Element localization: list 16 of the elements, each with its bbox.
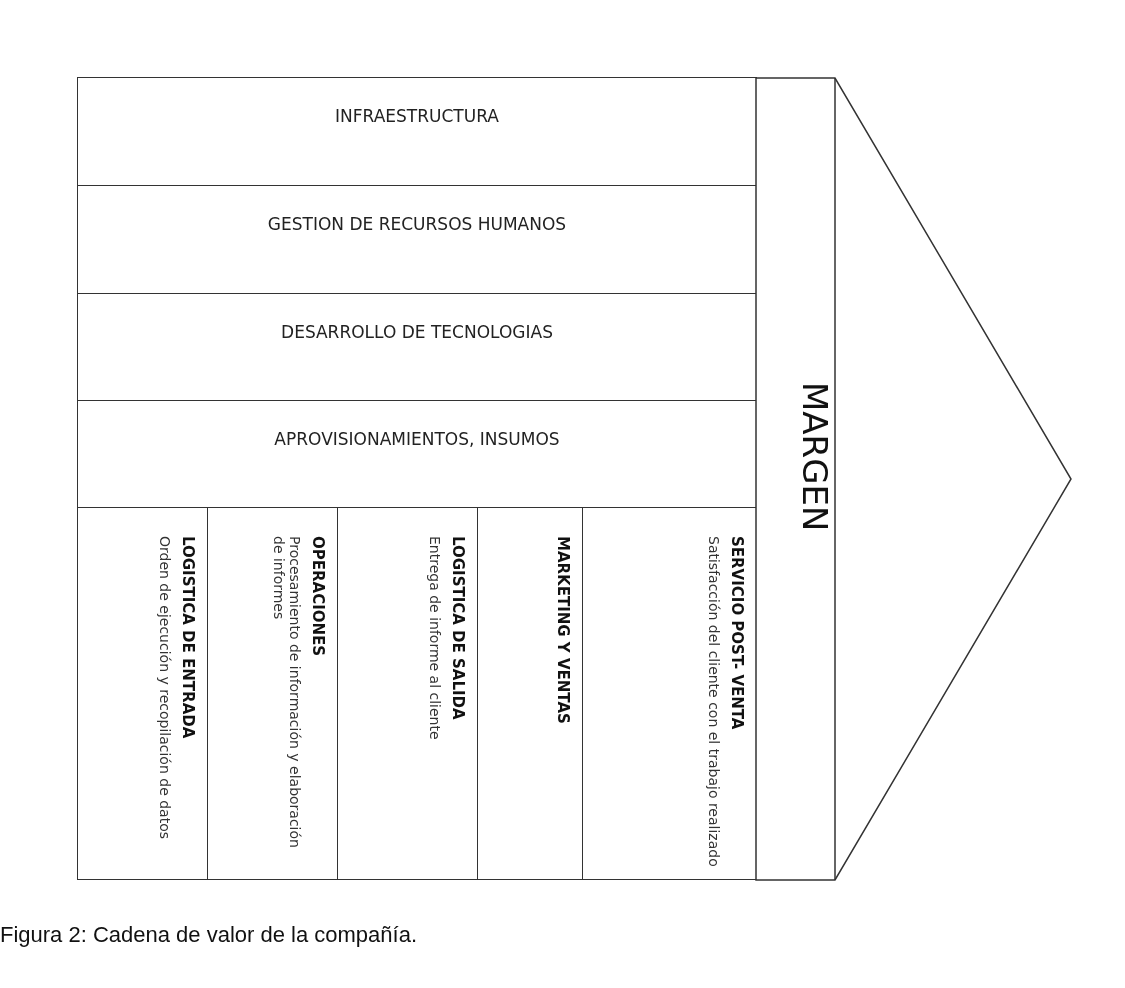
activity-label: DESARROLLO DE TECNOLOGIAS [281,322,553,342]
activity-description: Orden de ejecución y recopilación de datos [156,536,173,841]
activity-title: MARKETING Y VENTAS [554,536,572,726]
margin-label: MARGEN [795,382,835,532]
activity-title: OPERACIONES [309,536,327,659]
figure-caption: Figura 2: Cadena de valor de la compañía. [0,922,418,948]
activity-label: INFRAESTRUCTURA [335,106,499,126]
activity-description: Procesamiento de información y elaboración de informes [270,536,303,850]
activity-description: Entrega de informe al cliente [426,536,443,742]
activity-title: SERVICIO POST- VENTA [728,536,746,732]
activity-label: GESTION DE RECURSOS HUMANOS [267,214,567,234]
activity-title: LOGISTICA DE SALIDA [449,536,467,722]
activity-label: APROVISIONAMIENTOS, INSUMOS [274,429,560,449]
activity-description: Satisfacción del cliente con el trabajo realizado [705,536,722,869]
primary-activity-column [77,507,208,880]
activity-title: LOGISTICA DE ENTRADA [179,536,197,741]
